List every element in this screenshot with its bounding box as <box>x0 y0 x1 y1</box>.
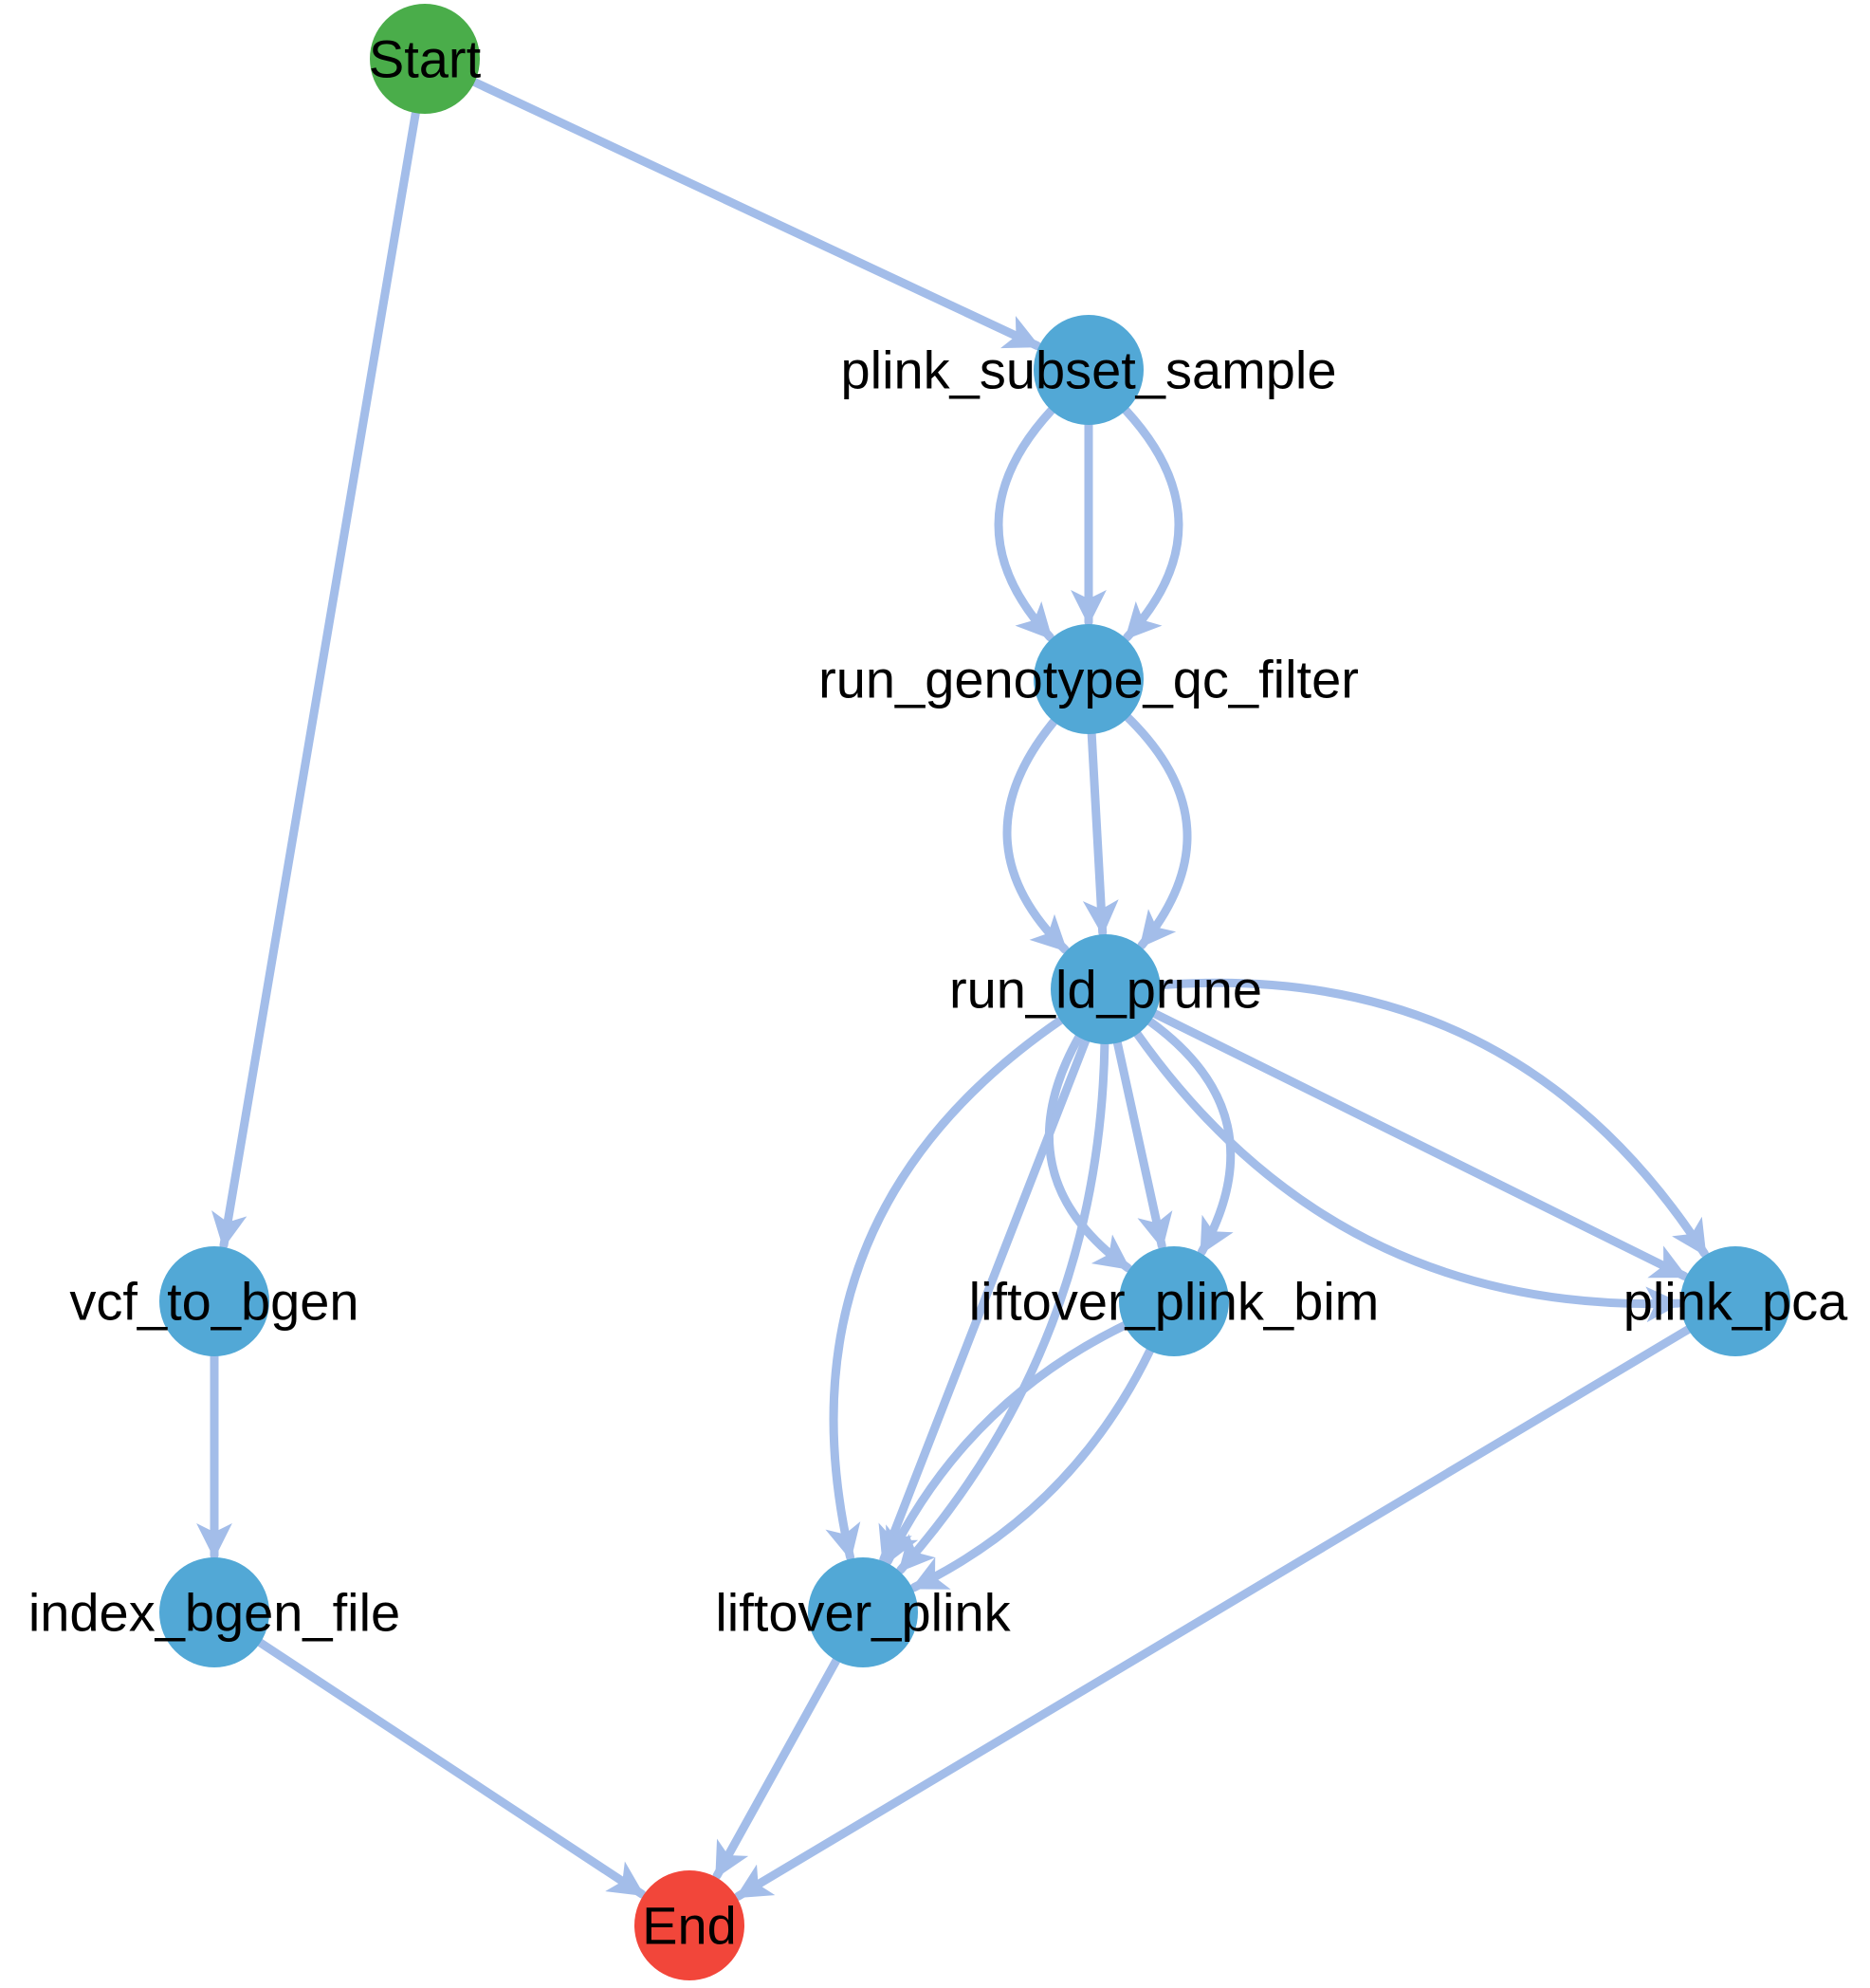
node-label-liftover_plink: liftover_plink <box>715 1583 1011 1643</box>
edge-start-to-vcf_to_bgen <box>211 108 420 1250</box>
edge-plink_subset_sample-to-run_genotype_qc_filter <box>994 406 1056 642</box>
edge-run_ld_prune-to-liftover_plink_bim <box>1044 1033 1132 1273</box>
edge-start-to-plink_subset_sample <box>470 78 1042 350</box>
edge-liftover_plink-to-end <box>712 1656 841 1880</box>
node-end[interactable] <box>634 1870 744 1980</box>
edge-liftover_plink_bim-to-liftover_plink <box>883 1320 1129 1566</box>
node-liftover_plink[interactable] <box>808 1557 918 1667</box>
edge-index_bgen_file-to-end <box>255 1638 647 1899</box>
edge-run_ld_prune-to-plink_pca <box>1156 978 1709 1259</box>
edge-plink_subset_sample-to-run_genotype_qc_filter <box>1121 406 1183 642</box>
node-vcf_to_bgen[interactable] <box>159 1246 269 1356</box>
node-label-start: Start <box>369 29 482 89</box>
edge-run_ld_prune-to-liftover_plink <box>825 1016 1065 1561</box>
edge-plink_pca-to-end <box>734 1325 1693 1901</box>
node-label-plink_pca: plink_pca <box>1623 1272 1848 1332</box>
edge-run_ld_prune-to-plink_pca <box>1133 1029 1683 1323</box>
node-label-index_bgen_file: index_bgen_file <box>28 1583 400 1643</box>
node-index_bgen_file[interactable] <box>159 1557 269 1667</box>
edge-run_ld_prune-to-liftover_plink_bim <box>1112 1039 1173 1250</box>
edge-run_ld_prune-to-plink_pca <box>1150 1009 1689 1280</box>
edge-run_ld_prune-to-liftover_plink <box>896 1040 1109 1574</box>
node-label-run_ld_prune: run_ld_prune <box>949 960 1262 1020</box>
edge-run_ld_prune-to-liftover_plink_bim <box>1146 1017 1236 1257</box>
edge-run_genotype_qc_filter-to-run_ld_prune <box>1082 729 1119 937</box>
node-start[interactable] <box>370 4 480 114</box>
edge-liftover_plink_bim-to-liftover_plink <box>909 1346 1155 1592</box>
edges-layer <box>196 78 1709 1901</box>
node-run_ld_prune[interactable] <box>1051 934 1161 1044</box>
labels-layer: Start plink_subset_sample run_genotype_qc_… <box>28 29 1848 1956</box>
node-plink_subset_sample[interactable] <box>1034 315 1144 425</box>
node-liftover_plink_bim[interactable] <box>1119 1246 1229 1356</box>
node-run_genotype_qc_filter[interactable] <box>1034 624 1144 734</box>
edge-run_genotype_qc_filter-to-run_ld_prune <box>1002 717 1070 954</box>
nodes-layer <box>159 4 1790 1980</box>
node-label-plink_subset_sample: plink_subset_sample <box>841 341 1337 400</box>
node-label-vcf_to_bgen: vcf_to_bgen <box>69 1272 358 1332</box>
node-label-liftover_plink_bim: liftover_plink_bim <box>969 1272 1380 1332</box>
edge-run_ld_prune-to-liftover_plink <box>878 1036 1091 1564</box>
node-label-end: End <box>642 1896 737 1956</box>
edge-run_genotype_qc_filter-to-run_ld_prune <box>1124 713 1192 950</box>
node-label-run_genotype_qc_filter: run_genotype_qc_filter <box>818 650 1359 709</box>
node-plink_pca[interactable] <box>1680 1246 1790 1356</box>
